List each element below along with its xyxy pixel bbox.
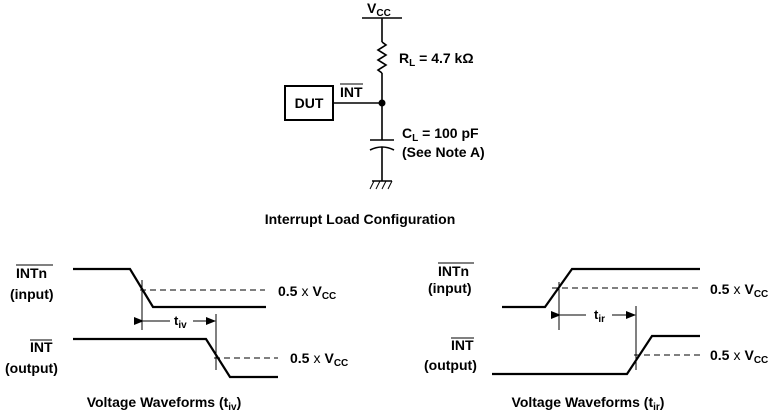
- circuit-caption: Interrupt Load Configuration: [265, 211, 456, 227]
- int-label: INT: [340, 84, 363, 100]
- left-input-name: INTn: [16, 265, 47, 281]
- right-output-name: INT: [451, 337, 474, 353]
- left-input-role: (input): [10, 286, 54, 302]
- ground-icon: [369, 180, 393, 190]
- right-input-role: (input): [428, 280, 472, 296]
- left-output-name: INT: [30, 339, 53, 355]
- resistor-label: RL = 4.7 kΩ: [399, 50, 474, 69]
- left-caption: Voltage Waveforms (tiv): [87, 394, 242, 411]
- note-label: (See Note A): [402, 144, 485, 160]
- right-caption: Voltage Waveforms (tir): [512, 394, 665, 411]
- vcc-label: VCC: [367, 0, 391, 19]
- dut-label: DUT: [295, 95, 324, 111]
- capacitor-label: CL = 100 pF: [402, 125, 479, 144]
- load-circuit: VCC RL = 4.7 kΩ DUT INT CL = 100 pF (See…: [265, 0, 485, 227]
- right-input-trace: [502, 267, 700, 309]
- resistor-symbol: [376, 41, 388, 74]
- right-output-role: (output): [424, 357, 477, 373]
- left-input-trace: [73, 267, 266, 309]
- left-timing-label: tiv: [174, 313, 187, 331]
- left-output-role: (output): [5, 360, 58, 376]
- right-input-name: INTn: [438, 263, 469, 279]
- right-timing-label: tir: [594, 307, 605, 325]
